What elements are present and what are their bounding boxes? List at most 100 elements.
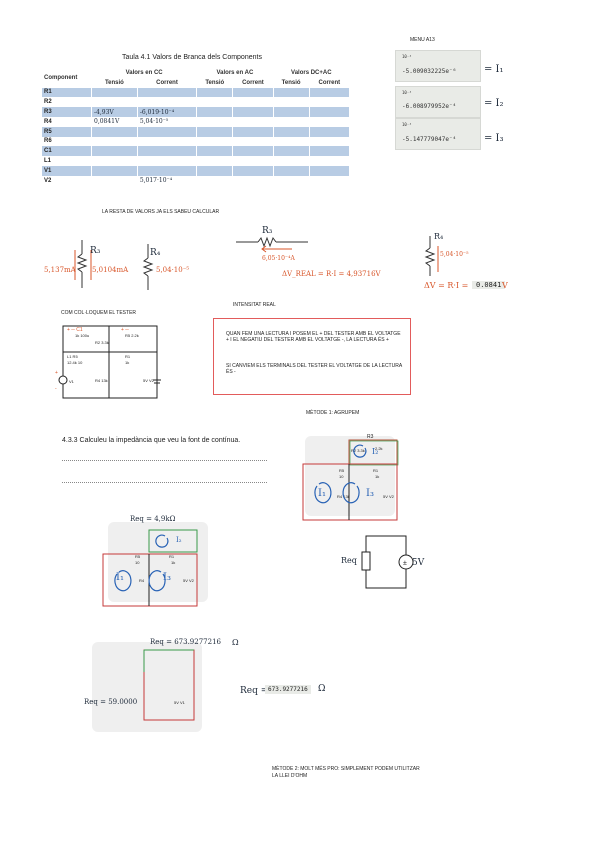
dv-real: ΔV_REAL = R·I = 4,93716V bbox=[282, 270, 381, 278]
svg-text:R5 2.2k: R5 2.2k bbox=[125, 333, 139, 338]
r3-real-current: 6,05·10⁻⁴A bbox=[262, 255, 295, 262]
svg-text:10: 10 bbox=[339, 474, 344, 479]
source-5v: 5V bbox=[412, 558, 425, 568]
table-row: R2 bbox=[42, 97, 351, 108]
method-2-line-2: LA LLEI D'OHM bbox=[272, 773, 308, 779]
resistor-sketches bbox=[74, 236, 439, 290]
req-top: Req = 4,9kΩ bbox=[130, 515, 176, 523]
tester-circuit: + ─ C1 1k 100u + ─ R5 2.2k R2 3.3k L1 R5… bbox=[55, 325, 161, 399]
calc-exp: 10⁻⁴ bbox=[402, 90, 412, 95]
svg-text:1k: 1k bbox=[171, 560, 175, 565]
grouped-circuit-1: R3 2.2k R2 3.3k R5 10 R1 1k R4 13k 5V V2 bbox=[302, 434, 399, 521]
r3-label: R₃ bbox=[90, 246, 101, 256]
svg-text:-: - bbox=[55, 386, 57, 392]
row-label: L1 bbox=[42, 156, 92, 166]
r3-voltage: 5,137mA bbox=[44, 266, 76, 274]
group-cc: Valors en CC bbox=[91, 68, 198, 78]
dv2-unit: V bbox=[502, 281, 508, 290]
calc-rhs-3: = I₃ bbox=[484, 133, 504, 144]
note-paragraph-2: SI CANVIEM ELS TERMINALS DEL TESTER EL V… bbox=[226, 363, 402, 375]
rest-values-note: LA RESTA DE VALORS JA ELS SABEU CALCULAR bbox=[102, 209, 220, 215]
svg-text:1k: 1k bbox=[375, 474, 379, 479]
table-row: C1 bbox=[42, 146, 351, 157]
req-bottom: Req = 673.9277216 bbox=[150, 638, 221, 646]
loop-i2: I₂ bbox=[176, 536, 182, 544]
table-row: L1 bbox=[42, 156, 351, 166]
svg-text:5V V2: 5V V2 bbox=[383, 494, 395, 499]
cell-current: 5,04·10⁻⁵ bbox=[137, 116, 198, 127]
cell-current bbox=[137, 87, 198, 98]
svg-text:+ ─: + ─ bbox=[121, 327, 129, 333]
ghost-overlay bbox=[92, 642, 202, 732]
sub-header: Tensió bbox=[273, 77, 310, 88]
cell-voltage bbox=[91, 165, 138, 176]
loop-i1: I₁ bbox=[318, 488, 326, 499]
real-current-label: INTENSITAT REAL bbox=[233, 302, 276, 308]
answer-line bbox=[62, 482, 267, 483]
method-2-line-1: MÈTODE 2: MOLT MÉS PRO: SIMPLEMENT PODEM… bbox=[272, 766, 420, 772]
row-label: V1 bbox=[42, 165, 92, 176]
grouped-circuit-2: R5 10 R1 1k R4 5V V2 bbox=[102, 529, 198, 607]
calc-exp: 10⁻⁴ bbox=[402, 122, 412, 127]
calc-value: -6.008979952e⁻⁴ bbox=[402, 103, 457, 110]
row-label: R3 bbox=[42, 107, 92, 117]
cell-current bbox=[137, 136, 198, 147]
cell-voltage bbox=[91, 136, 138, 147]
svg-text:R5: R5 bbox=[135, 554, 141, 559]
ghost-overlay bbox=[108, 522, 208, 602]
r4-current: 5,04·10⁻⁵ bbox=[156, 266, 190, 274]
cell-current bbox=[137, 97, 198, 108]
col-component: Component bbox=[42, 68, 92, 88]
svg-text:2.2k: 2.2k bbox=[375, 446, 383, 451]
cell-voltage bbox=[91, 175, 138, 186]
values-table: Component Valors en CC Valors en AC Valo… bbox=[42, 68, 351, 186]
method-1-label: MÈTODE 1: AGRUPEM bbox=[306, 410, 360, 416]
cell-current bbox=[137, 156, 198, 166]
tester-note-box: QUAN FEM UNA LECTURA I POSEM EL + DEL TE… bbox=[213, 318, 411, 395]
row-label: R5 bbox=[42, 126, 92, 137]
svg-text:R2 3.3k: R2 3.3k bbox=[351, 448, 365, 453]
cell-voltage bbox=[91, 97, 138, 108]
svg-text:R1: R1 bbox=[125, 354, 131, 359]
cell-current bbox=[137, 165, 198, 176]
cell-voltage: 0,0841V bbox=[91, 116, 138, 127]
cell-current: 5,017·10⁻⁴ bbox=[137, 175, 198, 186]
loop-i3: I₃ bbox=[163, 572, 171, 583]
calc-exp: 10⁻⁴ bbox=[402, 54, 412, 59]
svg-text:R4 13k: R4 13k bbox=[95, 378, 108, 383]
svg-text:R3: R3 bbox=[367, 434, 374, 440]
svg-text:R1: R1 bbox=[373, 468, 379, 473]
req-left: Req = 59.0000 bbox=[84, 698, 138, 706]
row-label: R2 bbox=[42, 97, 92, 108]
svg-text:5V V2: 5V V2 bbox=[143, 378, 155, 383]
svg-text:12.4k 10: 12.4k 10 bbox=[67, 360, 83, 365]
calc-screen-2: 10⁻⁴ -6.008979952e⁻⁴ bbox=[395, 86, 481, 118]
loop-i3: I₃ bbox=[366, 488, 374, 499]
answer-line bbox=[62, 460, 267, 461]
group-ac: Valors en AC bbox=[196, 68, 274, 78]
loop-i1: I₁ bbox=[116, 572, 124, 583]
table-row: R3-4,93V-6,019·10⁻⁴ bbox=[42, 107, 351, 117]
dv2-prefix: ΔV = R·I = bbox=[424, 281, 469, 290]
equivalent-circuit: ± bbox=[361, 535, 414, 589]
calc-screen-3: 10⁻⁴ -5.147779047e⁻⁴ bbox=[395, 118, 481, 150]
table-row: V1 bbox=[42, 165, 351, 176]
row-label: V2 bbox=[42, 175, 92, 186]
sub-header: Tensió bbox=[91, 77, 138, 88]
cell-current bbox=[137, 126, 198, 137]
table-title: Taula 4.1 Valors de Branca dels Componen… bbox=[122, 54, 262, 61]
row-label: R4 bbox=[42, 116, 92, 127]
svg-text:1k: 1k bbox=[125, 360, 129, 365]
svg-text:R2 3.3k: R2 3.3k bbox=[95, 340, 109, 345]
calc-value: -5.009032225e⁻⁶ bbox=[402, 68, 457, 75]
svg-text:V1: V1 bbox=[69, 379, 75, 384]
cell-voltage: -4,93V bbox=[91, 107, 138, 117]
svg-text:L1 R5: L1 R5 bbox=[67, 354, 78, 359]
table-row: V2 5,017·10⁻⁴ bbox=[42, 175, 351, 186]
dv2-value: 0.0841 bbox=[472, 281, 506, 289]
table-row: R6 bbox=[42, 136, 351, 147]
r4-right-current: 5,04·10⁻⁵ bbox=[440, 251, 469, 258]
svg-text:R1: R1 bbox=[169, 554, 175, 559]
table-row: R5 bbox=[42, 126, 351, 137]
